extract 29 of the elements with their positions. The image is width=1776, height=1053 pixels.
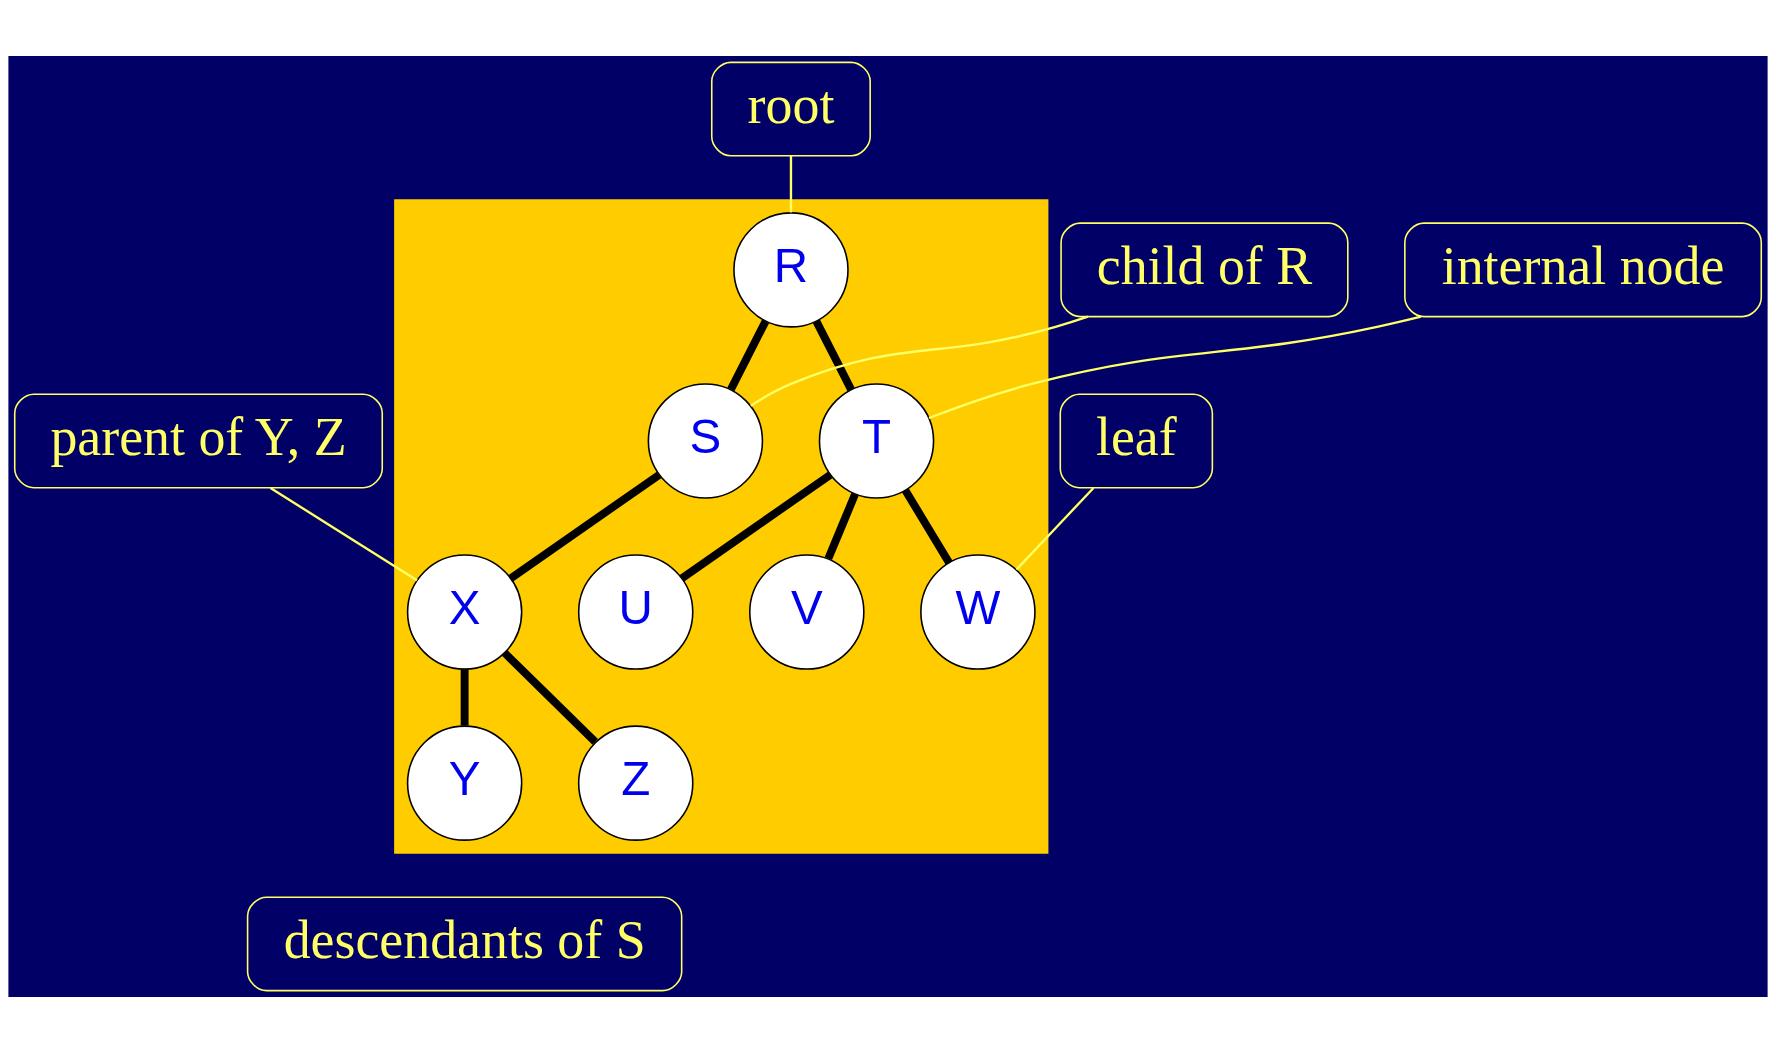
connector <box>727 319 770 392</box>
node-circle: U <box>577 554 694 670</box>
connector <box>812 319 855 392</box>
node-circle: W <box>920 554 1036 670</box>
connector <box>750 315 1089 407</box>
cluster <box>394 199 1049 854</box>
node-circle: R <box>733 212 849 328</box>
connector <box>508 471 662 582</box>
node-circle: Y <box>406 725 523 841</box>
node-box: leaf <box>1059 393 1214 489</box>
connector <box>679 471 833 582</box>
connector <box>501 650 599 745</box>
connector <box>789 155 793 213</box>
node-box: internal node <box>1404 222 1763 318</box>
node-circle: V <box>749 554 865 670</box>
node-circle: S <box>647 383 764 499</box>
node-circle: Z <box>577 725 694 841</box>
connector <box>928 315 1422 420</box>
label: descendants of S <box>283 909 646 970</box>
connector <box>460 669 469 726</box>
connector <box>1015 487 1095 571</box>
node-box: root <box>710 61 871 157</box>
node-circle: T <box>818 383 935 499</box>
node-box: child of R <box>1060 222 1349 318</box>
connector <box>269 487 418 582</box>
connector <box>901 488 953 565</box>
node-circle: X <box>406 554 523 670</box>
node-box: parent of Y, Z <box>13 393 384 489</box>
connector <box>824 492 859 561</box>
